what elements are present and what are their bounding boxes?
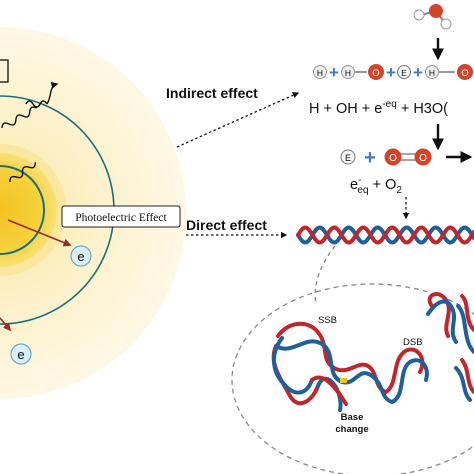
electron-orbit <box>0 165 45 255</box>
plus-sign: + <box>329 63 339 82</box>
direct-effect-label: Direct effect <box>186 217 267 233</box>
damaged-dna <box>271 292 474 412</box>
plus-sign: + <box>364 147 376 169</box>
dna-strand-red <box>460 294 474 332</box>
ssb-label: SSB <box>318 315 337 326</box>
radiolysis-products-row: H + H O + E + H O <box>313 63 473 82</box>
dna-strand-red <box>296 225 474 245</box>
svg-text:E: E <box>345 153 351 163</box>
indirect-effect-label: Indirect effect <box>166 85 258 101</box>
svg-text:O: O <box>461 68 468 79</box>
base-change-label: change <box>335 424 368 435</box>
photoelectric-effect-label: Photoelectric Effect <box>75 212 167 224</box>
dna-strand-blue <box>456 304 474 354</box>
dna-strand-blue <box>454 366 472 402</box>
dna-strand-blue <box>272 336 314 395</box>
source-box <box>0 59 9 83</box>
water-molecule <box>413 4 452 30</box>
dna-strand-red <box>460 358 474 394</box>
oxygen-molecule: O O <box>384 148 432 166</box>
electron-particle: e <box>70 245 92 267</box>
radiolysis-equation: H + OH + e-eq + H3O( <box>309 99 448 117</box>
indirect-effect-arrow <box>176 92 300 148</box>
plus-sign: + <box>413 63 423 82</box>
superoxide-equation: e-eq + O2 <box>350 175 402 196</box>
svg-text:e: e <box>17 347 24 362</box>
solvated-electron: E <box>340 149 356 165</box>
superoxide-row: E + O O <box>340 147 473 169</box>
dsb-label: DSB <box>403 337 423 348</box>
electron-particle: e <box>10 343 32 365</box>
scattered-photon-wave <box>25 100 48 108</box>
ejected-electron-arrow <box>7 219 72 247</box>
scattered-photon-arrow <box>46 81 59 105</box>
plus-sign: + <box>386 63 396 82</box>
dna-strand-blue <box>426 299 458 344</box>
hydronium-ion: H O <box>425 64 473 80</box>
dna-strand-red <box>310 375 348 406</box>
dna-strand-red <box>384 347 425 394</box>
photon-wave <box>1 106 37 129</box>
dna-strand-red <box>271 344 320 406</box>
dna-strand-blue <box>390 358 429 404</box>
hydroxyl-radical: H O <box>341 64 384 80</box>
dna-helix <box>296 225 474 245</box>
svg-text:O: O <box>389 153 397 164</box>
svg-text:H: H <box>429 68 435 78</box>
svg-text:O: O <box>372 68 379 79</box>
damage-zoom-ellipse <box>231 283 474 474</box>
solvated-electron: E <box>397 65 411 79</box>
hydrogen-atom: H <box>313 65 327 79</box>
photoelectric-effect-box <box>61 205 181 228</box>
base-change-marker <box>340 378 347 383</box>
zoom-connector <box>314 245 336 305</box>
svg-text:e: e <box>77 249 84 264</box>
svg-text:O: O <box>419 153 427 164</box>
photon-wave <box>9 162 36 183</box>
svg-text:E: E <box>401 68 407 78</box>
base-change-label: Base <box>341 412 364 423</box>
ejected-electron-arrow <box>0 317 12 332</box>
svg-text:H: H <box>317 68 323 78</box>
svg-text:H: H <box>345 68 351 78</box>
nucleus <box>0 153 57 267</box>
